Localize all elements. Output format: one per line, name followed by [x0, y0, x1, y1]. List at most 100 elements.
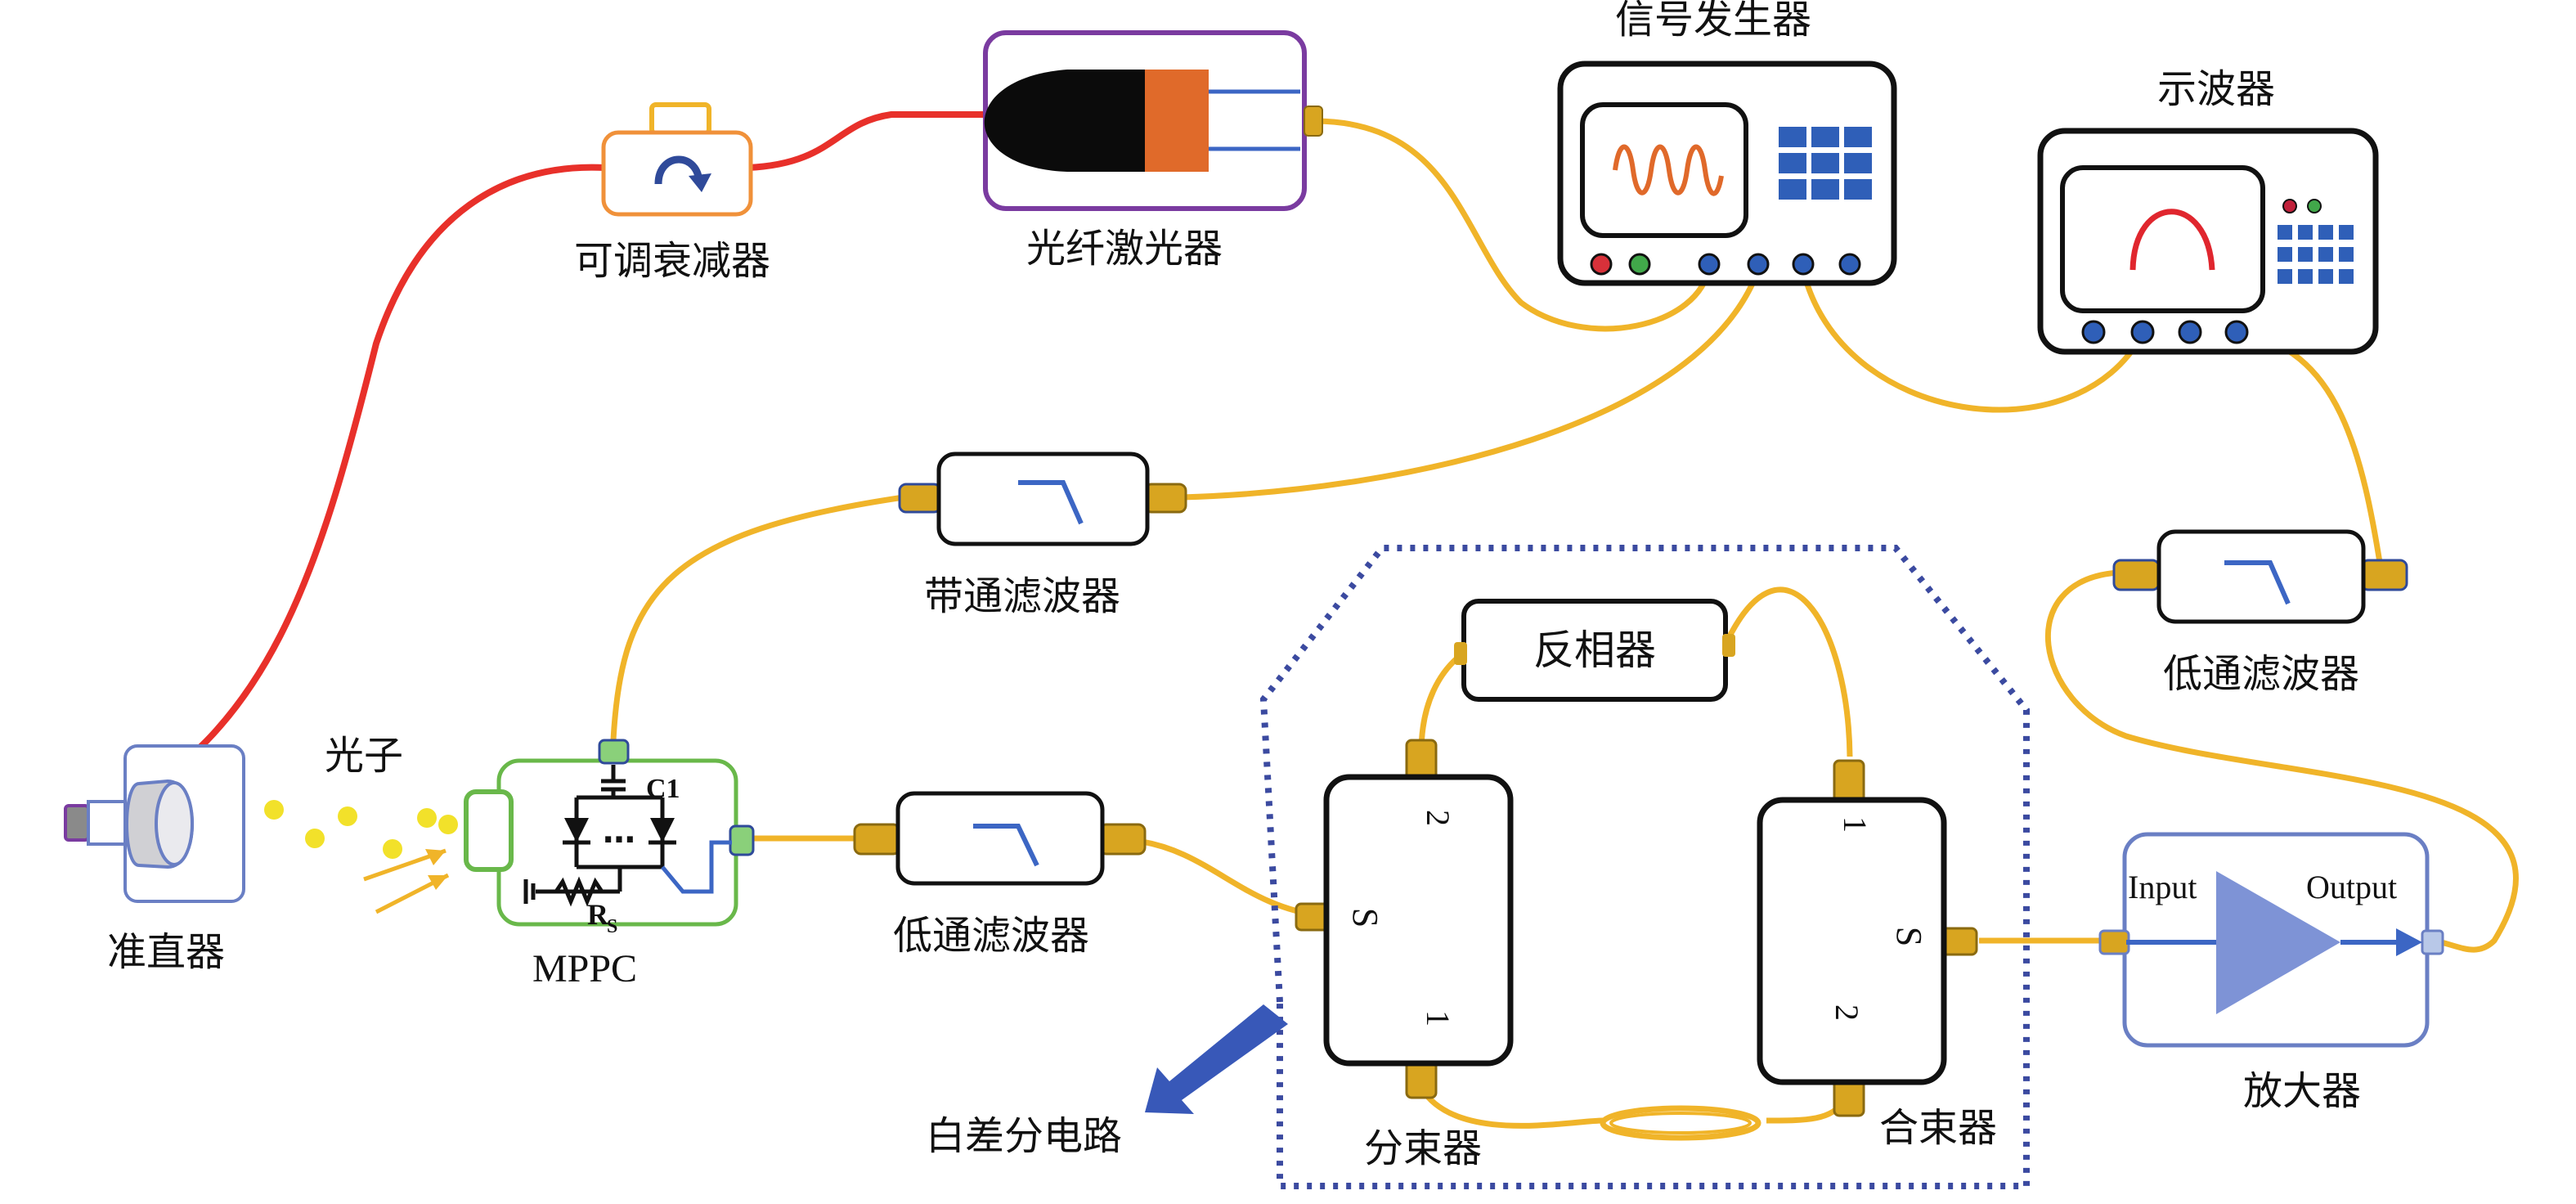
signal-generator: 信号发生器: [1557, 0, 1897, 286]
lowpass-filter-1: 低通滤波器: [853, 791, 1147, 959]
lowpass-filter-2-label: 低通滤波器: [2163, 651, 2359, 697]
photons: 光子: [264, 733, 458, 914]
diode-icon: [650, 818, 675, 842]
splitter-label: 分束器: [1364, 1125, 1482, 1171]
splitter-box: [1323, 774, 1514, 1067]
bandpass-filter-connector-left: [898, 483, 942, 514]
delay-fiber-coil: [1600, 1105, 1761, 1141]
amplifier-output-label: Output: [2306, 869, 2397, 905]
lowpass-filter-2-connector-right: [2360, 559, 2408, 591]
oscilloscope-label: 示波器: [2157, 66, 2275, 112]
amplifier-label: 放大器: [2243, 1068, 2361, 1114]
fiber-laser-label: 光纤激光器: [1026, 226, 1223, 272]
oscilloscope-keypad: [2278, 225, 2354, 284]
signal-generator-screen: [1580, 102, 1748, 238]
signal-generator-green-led: [1628, 253, 1651, 276]
photon-dot: [438, 815, 458, 834]
lowpass-filter-1-connector-right: [1098, 823, 1147, 856]
cable-inverter-combiner: [1722, 586, 1853, 757]
cable-mppc-bandpass: [610, 494, 904, 741]
signal-generator-port-4: [1838, 253, 1861, 276]
photon-dot: [305, 829, 325, 848]
combiner-port-s-label: S: [1889, 927, 1929, 946]
signal-generator-label: 信号发生器: [1615, 0, 1811, 43]
signal-generator-red-led: [1590, 253, 1613, 276]
lowpass-filter-2-connector-left: [2112, 559, 2161, 591]
cable-laser-signal-generator: [1316, 118, 1712, 332]
optical-fiber-collimator-attenuator: [96, 164, 606, 821]
signal-generator-port-2: [1747, 253, 1770, 276]
splitter-port-s-label: S: [1345, 908, 1385, 928]
delay-fiber-coil-inner: [1609, 1112, 1752, 1134]
fiber-laser-connector: [1304, 106, 1323, 137]
filter-response-icon: [1018, 480, 1084, 525]
inverter: 反相器: [1454, 599, 1735, 702]
collimator-lens-face: [155, 781, 194, 866]
photon-dot: [417, 808, 437, 828]
combiner-connector-top: [1833, 759, 1865, 803]
fiber-laser-body: [984, 70, 1145, 172]
oscilloscope-port-1: [2081, 320, 2106, 344]
amplifier: Input Output 放大器: [2098, 832, 2444, 1114]
oscilloscope-screen: [2060, 165, 2265, 313]
mppc-ellipsis: …: [603, 813, 635, 851]
sine-wave-icon: [1613, 144, 1724, 196]
amplifier-input-label: Input: [2128, 869, 2197, 905]
signal-generator-port-1: [1698, 253, 1721, 276]
signal-generator-keypad: [1779, 127, 1872, 200]
filter-response-icon: [973, 824, 1039, 867]
splitter-port-1-label: 1: [1420, 1010, 1456, 1027]
lowpass-filter-1-box: [895, 791, 1105, 886]
collimator-fiber-end: [64, 804, 90, 842]
mppc-right-connector: [729, 824, 755, 856]
bandpass-filter-connector-right: [1143, 483, 1187, 514]
splitter: 2 S 1 分束器: [1295, 739, 1514, 1171]
photon-dot: [383, 839, 402, 859]
oscilloscope-port-3: [2178, 320, 2202, 344]
photon-label: 光子: [325, 733, 403, 779]
cable-splitter-inverter: [1418, 650, 1466, 753]
fiber-laser: 光纤激光器: [983, 30, 1323, 272]
attenuator-knob: [649, 102, 711, 136]
combiner-connector-bottom: [1833, 1078, 1865, 1117]
attenuator-label: 可调衰减器: [574, 238, 770, 284]
bandpass-filter: 带通滤波器: [898, 452, 1187, 619]
lowpass-filter-2-box: [2156, 529, 2366, 624]
mppc: … C1 R S MPPC: [464, 739, 755, 991]
filter-response-icon: [2224, 560, 2291, 605]
attenuator-box: [601, 130, 753, 217]
mppc-circuit-icon: [523, 765, 732, 904]
mppc-top-connector: [598, 739, 630, 765]
splitter-connector-bottom: [1405, 1060, 1438, 1099]
mppc-sensor-window: [464, 789, 514, 872]
cable-lowpass2-amplifier-output: [2044, 569, 2519, 953]
attenuator: 可调衰减器: [574, 102, 770, 284]
cable-bandpass-signal-generator: [1181, 268, 1761, 501]
oscilloscope: 示波器: [2037, 66, 2379, 355]
signal-generator-port-3: [1792, 253, 1815, 276]
output-arrow-head: [2396, 928, 2422, 956]
optical-fiber-attenuator-laser: [747, 111, 985, 171]
lowpass-filter-2: 低通滤波器: [2112, 529, 2408, 697]
mppc-c1-label: C1: [646, 774, 680, 804]
combiner-label: 合束器: [1879, 1105, 1997, 1151]
differential-circuit-boundary: [1259, 545, 2030, 1189]
amplifier-connector-output: [2421, 929, 2444, 955]
resistor-icon: [554, 876, 604, 907]
oscilloscope-port-4: [2224, 320, 2249, 344]
oscilloscope-led-green: [2307, 199, 2322, 213]
cable-signal-generator-oscilloscope: [1800, 269, 2146, 413]
collimator-label: 准直器: [107, 929, 225, 975]
diode-icon: [564, 818, 589, 842]
bandpass-filter-label: 带通滤波器: [924, 573, 1120, 619]
cable-splitter-delay-combiner: [1419, 1086, 1847, 1129]
pointer-arrow-icon: [1145, 1004, 1288, 1114]
combiner-box: [1757, 797, 1947, 1085]
combiner: 1 S 2 合束器: [1757, 759, 1997, 1151]
combiner-port-1-label: 1: [1837, 816, 1874, 833]
inverter-connector-left: [1454, 642, 1467, 665]
photon-dot: [338, 806, 357, 826]
light-arrow-head: [425, 849, 446, 865]
oscilloscope-port-2: [2130, 320, 2155, 344]
inverter-label: 反相器: [1533, 627, 1656, 674]
